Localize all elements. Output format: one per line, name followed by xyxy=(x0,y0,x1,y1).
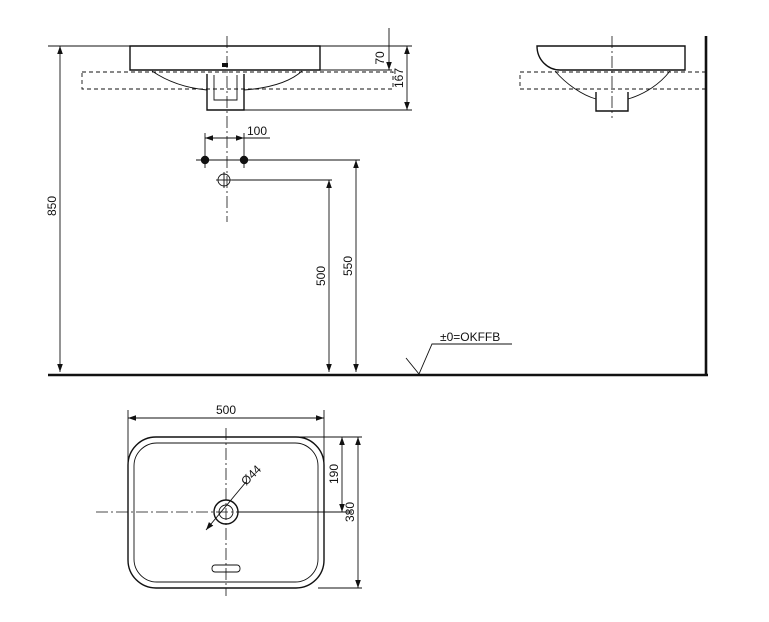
tap-hole-marker xyxy=(222,63,228,67)
dim-380-label: 380 xyxy=(343,502,357,522)
basin-bowl-front xyxy=(151,70,303,91)
waste-outlet-front xyxy=(206,74,245,111)
dim-100-label: 100 xyxy=(247,124,267,138)
supply-point-left xyxy=(200,155,210,165)
basin-bowl-side xyxy=(554,70,671,100)
basin-rim-side xyxy=(536,45,686,71)
dim-850-label: 850 xyxy=(45,196,59,216)
countertop-side xyxy=(519,71,707,90)
dim-500h-label: 500 xyxy=(216,403,236,417)
countertop-front xyxy=(81,71,394,90)
waste-inner-front xyxy=(213,75,238,101)
supply-connections: 100 xyxy=(196,124,360,188)
plan-view: Ø44 xyxy=(96,410,362,596)
floor-reference-label: ±0=OKFFB xyxy=(440,330,500,344)
overflow-slot-icon xyxy=(211,564,241,573)
dim-167-label: 167 xyxy=(392,68,406,88)
drain-diameter-leader xyxy=(205,481,247,531)
floor-reference: ±0=OKFFB xyxy=(405,330,512,375)
front-elevation xyxy=(48,36,412,222)
side-elevation xyxy=(519,36,707,118)
dim-550-label: 550 xyxy=(341,256,355,276)
dim-70-label: 70 xyxy=(373,51,387,65)
dim-190-label: 190 xyxy=(327,464,341,484)
drain-diameter-label: Ø44 xyxy=(238,462,264,488)
dim-500v-label: 500 xyxy=(314,266,328,286)
drain-inner-icon xyxy=(218,504,234,520)
